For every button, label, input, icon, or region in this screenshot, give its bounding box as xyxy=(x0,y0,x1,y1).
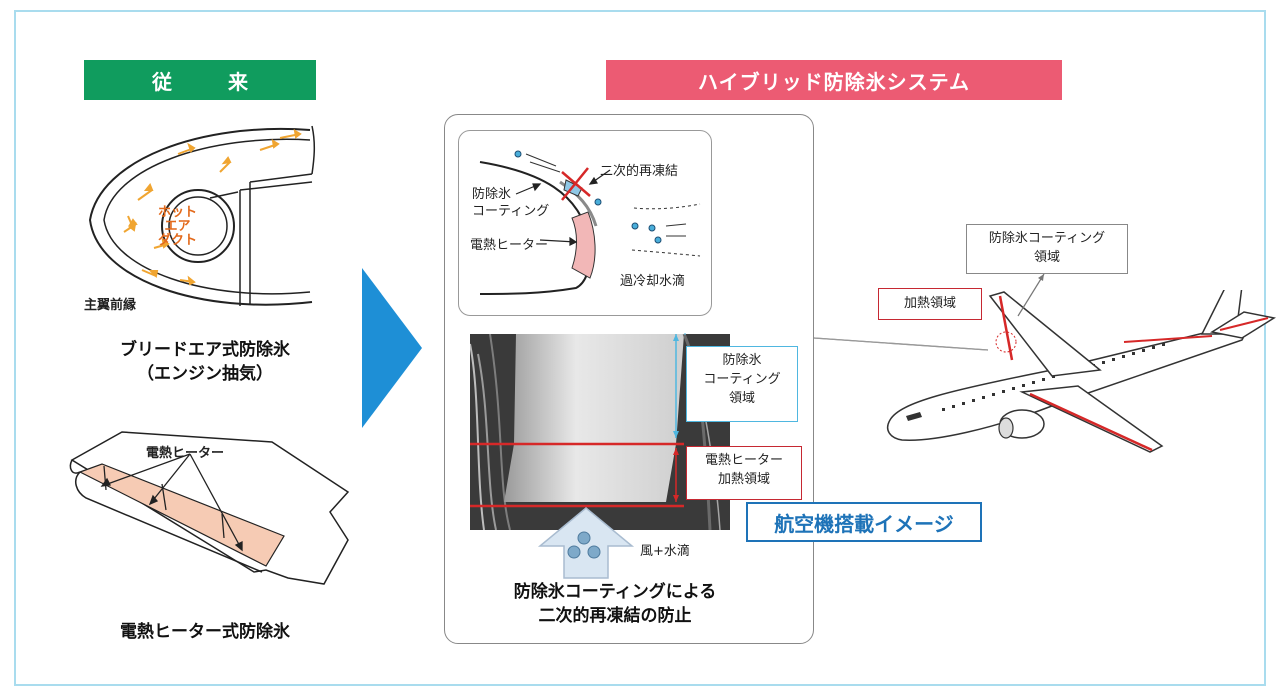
bleed-air-wing-diagram xyxy=(88,125,316,306)
electric-heater-wing-diagram xyxy=(69,431,350,585)
coating-region-box: 防除氷 コーティング 領域 xyxy=(686,346,798,422)
coating-region-line-2: コーティング xyxy=(703,372,781,387)
heater-region-line-2: 加熱領域 xyxy=(717,472,770,487)
wind-water-label: 風+水滴 xyxy=(640,544,690,559)
hybrid-caption-line-1: 防除氷コーティングによる xyxy=(513,582,717,602)
hot-air-duct-label: ホット エア ダクト xyxy=(158,206,197,248)
coating-region-line-3: 領域 xyxy=(728,391,755,406)
coating-label-line-1: 防除氷 xyxy=(472,187,512,202)
coating-label-line-2: コーティング xyxy=(472,204,550,219)
coating-pointer xyxy=(1017,273,1045,317)
duct-label-line-1: ホット xyxy=(158,205,198,220)
photo-overlay xyxy=(470,333,686,508)
heater-region-box: 電熱ヒーター 加熱領域 xyxy=(686,446,802,500)
conventional-header: 従 来 xyxy=(84,60,316,100)
bleed-air-caption: ブリードエア式防除氷 （エンジン抽気） xyxy=(70,338,340,386)
refreeze-diagram xyxy=(479,150,701,295)
hybrid-panel xyxy=(444,114,814,644)
duct-label-line-3: ダクト xyxy=(158,233,198,248)
coating-region-line-1: 防除氷 xyxy=(722,353,762,368)
hybrid-caption: 防除氷コーティングによる 二次的再凍結の防止 xyxy=(470,580,760,628)
leading-edge-label: 主翼前縁 xyxy=(84,298,137,313)
secondary-refreeze-label: 二次的再凍結 xyxy=(600,164,679,179)
electric-heater-label: 電熱ヒーター xyxy=(146,446,225,461)
connector-lines xyxy=(813,337,989,351)
heater-region-line-1: 電熱ヒーター xyxy=(704,453,783,468)
hybrid-caption-line-2: 二次的再凍結の防止 xyxy=(538,606,692,626)
wind-arrow-icon xyxy=(537,507,635,579)
aircraft-coating-region-box: 防除氷コーティング 領域 xyxy=(966,224,1128,274)
aircraft-image-badge: 航空機搭載イメージ xyxy=(746,502,982,542)
duct-label-line-2: エア xyxy=(164,219,191,234)
aircraft-heating-region-box: 加熱領域 xyxy=(878,288,982,320)
test-article-photo xyxy=(470,334,730,530)
bleed-air-caption-line-2: （エンジン抽気） xyxy=(137,364,273,384)
aircraft-coating-line-2: 領域 xyxy=(1033,250,1060,265)
diagram-heater-label: 電熱ヒーター xyxy=(470,238,549,253)
supercooled-droplets-label: 過冷却水滴 xyxy=(620,274,686,289)
chevron-arrow-icon xyxy=(362,268,422,428)
aircraft-illustration xyxy=(886,290,1276,453)
aircraft-coating-line-1: 防除氷コーティング xyxy=(988,231,1106,246)
coating-label: 防除氷 コーティング xyxy=(472,186,549,220)
bleed-air-caption-line-1: ブリードエア式防除氷 xyxy=(120,340,290,360)
electric-heater-caption: 電熱ヒーター式防除氷 xyxy=(120,622,290,642)
hybrid-header: ハイブリッド防除氷システム xyxy=(606,60,1062,100)
